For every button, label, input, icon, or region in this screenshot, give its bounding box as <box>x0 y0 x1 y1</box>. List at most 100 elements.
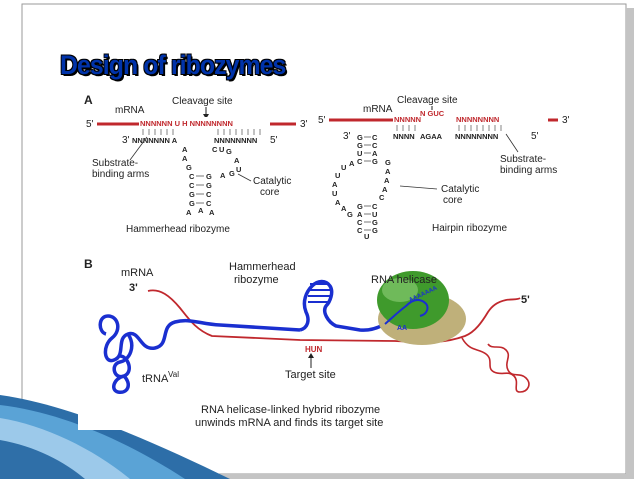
svg-text:A: A <box>385 167 391 176</box>
svg-text:G: G <box>357 141 363 150</box>
svg-text:G: G <box>226 147 232 156</box>
hp-mrna-label: mRNA <box>363 104 393 115</box>
slide-right-shadow <box>626 8 634 476</box>
svg-text:U: U <box>332 189 337 198</box>
svg-text:G: G <box>357 202 363 211</box>
hh-catalytic-label-1: Catalytic <box>253 176 291 187</box>
hh-arm-right: NNNNNNNN <box>214 136 257 145</box>
hp-substrate-pointer <box>505 133 519 153</box>
hp-catalytic-pointer <box>399 185 438 190</box>
svg-text:A: A <box>335 198 341 207</box>
svg-text:U: U <box>335 171 340 180</box>
svg-text:A: A <box>382 185 388 194</box>
hp-arm-mid: AGAA <box>420 132 443 141</box>
svg-text:G: G <box>186 163 192 172</box>
b-three-prime: 3' <box>129 282 138 294</box>
b-mrna-strand <box>147 289 521 344</box>
b-hammerhead <box>299 279 386 332</box>
hp-arm-five-prime: 5' <box>531 131 539 142</box>
panel-b-letter: B <box>84 257 93 271</box>
svg-text:U: U <box>236 165 241 174</box>
svg-text:C: C <box>357 218 363 227</box>
hp-cleavage-label: Cleavage site <box>397 95 458 106</box>
svg-text:G: G <box>357 133 363 142</box>
hh-substrate-pointer <box>129 136 148 161</box>
corner-swoosh <box>0 395 230 479</box>
b-five-prime: 5' <box>521 294 530 306</box>
slide-title: Design of ribozymes <box>60 50 286 80</box>
svg-text:U: U <box>357 149 362 158</box>
svg-text:A: A <box>220 171 226 180</box>
b-trna-label: tRNA <box>142 373 169 385</box>
svg-text:G: G <box>372 157 378 166</box>
svg-text:G: G <box>206 172 212 181</box>
svg-text:A: A <box>332 180 338 189</box>
b-trna-sup: Val <box>168 370 179 379</box>
hp-mrna-seq-left: NNNNN <box>394 115 421 124</box>
hp-three-prime: 3' <box>562 115 570 126</box>
svg-text:G: G <box>372 226 378 235</box>
b-helicase-label: RNA helicase <box>371 274 437 286</box>
hp-stem-pairs <box>364 136 371 231</box>
hh-mrna-sequence: NNNNNN U H NNNNNNNN <box>140 119 233 128</box>
svg-text:C: C <box>357 226 363 235</box>
svg-text:G: G <box>206 181 212 190</box>
svg-text:C: C <box>357 157 363 166</box>
b-hammerhead-label-2: ribozyme <box>234 274 279 286</box>
hh-arm-five-prime: 5' <box>270 135 278 146</box>
svg-text:A: A <box>186 208 192 217</box>
svg-text:U: U <box>364 232 369 241</box>
hh-cleavage-arrowhead <box>203 114 209 119</box>
svg-text:A: A <box>384 176 390 185</box>
svg-text:A: A <box>182 154 188 163</box>
svg-text:A: A <box>349 159 355 168</box>
b-mrna-label: mRNA <box>121 267 154 279</box>
svg-text:G: G <box>385 158 391 167</box>
svg-text:U: U <box>219 145 224 154</box>
b-caption-2: unwinds mRNA and finds its target site <box>195 417 383 429</box>
svg-text:A: A <box>372 149 378 158</box>
hh-stem-pairs <box>196 175 204 204</box>
svg-text:A: A <box>182 145 188 154</box>
svg-text:C: C <box>372 141 378 150</box>
b-target-arrowhead <box>308 353 314 358</box>
hp-catalytic-label-2: core <box>443 195 463 206</box>
svg-text:C: C <box>372 202 378 211</box>
svg-text:C: C <box>379 193 385 202</box>
svg-text:C: C <box>189 172 195 181</box>
hp-name: Hairpin ribozyme <box>432 223 507 234</box>
b-mrna-tail-helix <box>461 337 530 393</box>
svg-text:C: C <box>212 145 218 154</box>
svg-text:C: C <box>372 133 378 142</box>
hh-seq-bg <box>139 117 270 127</box>
svg-text:A: A <box>209 208 215 217</box>
svg-text:U: U <box>341 163 346 172</box>
hh-arm-three-prime: 3' <box>122 135 130 146</box>
svg-text:A: A <box>198 206 204 215</box>
b-hun-label: HUN <box>305 345 323 354</box>
hairpin-diagram: Cleavage site mRNA 5' 3' NNNNN N GUC NNN… <box>318 95 570 241</box>
hh-arm-left: NNNNNNN A <box>132 136 178 145</box>
b-target-label: Target site <box>285 369 336 381</box>
b-trna-coil <box>98 314 301 394</box>
hp-catalytic-label-1: Catalytic <box>441 184 479 195</box>
hp-mrna-seq-right: NNNNNNNN <box>456 115 499 124</box>
panel-a-letter: A <box>84 93 93 107</box>
hp-substrate-label-1: Substrate- <box>500 154 546 165</box>
hh-name: Hammerhead ribozyme <box>126 224 230 235</box>
hammerhead-diagram: mRNA Cleavage site 5' 3' NNNNNN U H NNNN… <box>86 96 308 235</box>
b-aa-tag: AA <box>397 325 407 332</box>
b-hammerhead-stem <box>308 283 330 303</box>
hp-arm-left: NNNN <box>393 132 415 141</box>
svg-text:G: G <box>229 169 235 178</box>
hp-mrna-seq-mid: N GUC <box>420 109 445 118</box>
b-hammerhead-label-1: Hammerhead <box>229 261 296 273</box>
hh-substrate-label-2: binding arms <box>92 169 149 180</box>
svg-text:C: C <box>189 181 195 190</box>
b-helicase-highlight <box>382 278 418 302</box>
hh-base-pair-ticks <box>142 129 261 135</box>
svg-text:U: U <box>372 210 377 219</box>
